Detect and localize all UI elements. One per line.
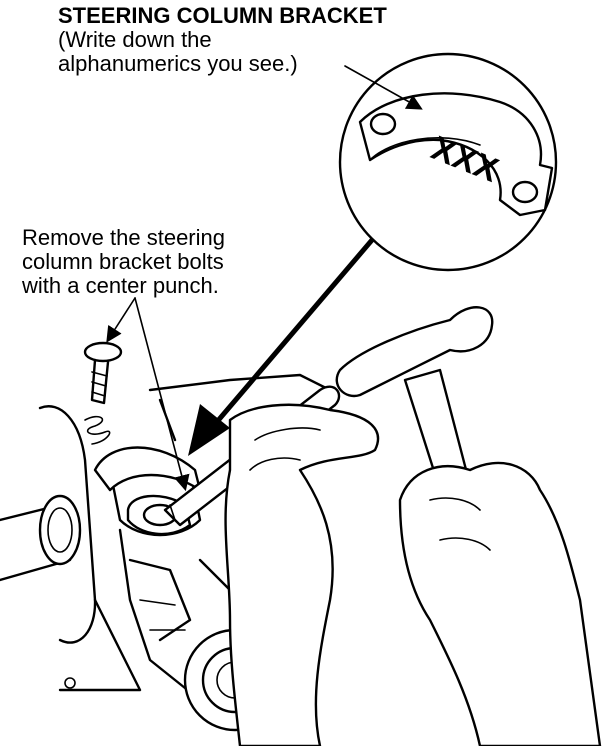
magnified-callout [338,52,558,272]
instruction-line2: column bracket bolts [22,249,224,274]
magnify-arrow [188,238,374,456]
instruction-leaders [106,297,190,492]
callout-leader [344,65,423,110]
callout-title: STEERING COLUMN BRACKET [58,3,387,28]
callout-note-line1: (Write down the [58,27,212,52]
bolt-and-spring [83,341,123,445]
callout-note-line2: alphanumerics you see.) [58,51,298,76]
steering-column-shaft [0,405,142,692]
hammer [335,306,494,492]
right-hand [398,461,602,746]
instruction-line1: Remove the steering [22,225,225,250]
left-hand [224,403,380,746]
instruction-line3: with a center punch. [22,273,219,298]
